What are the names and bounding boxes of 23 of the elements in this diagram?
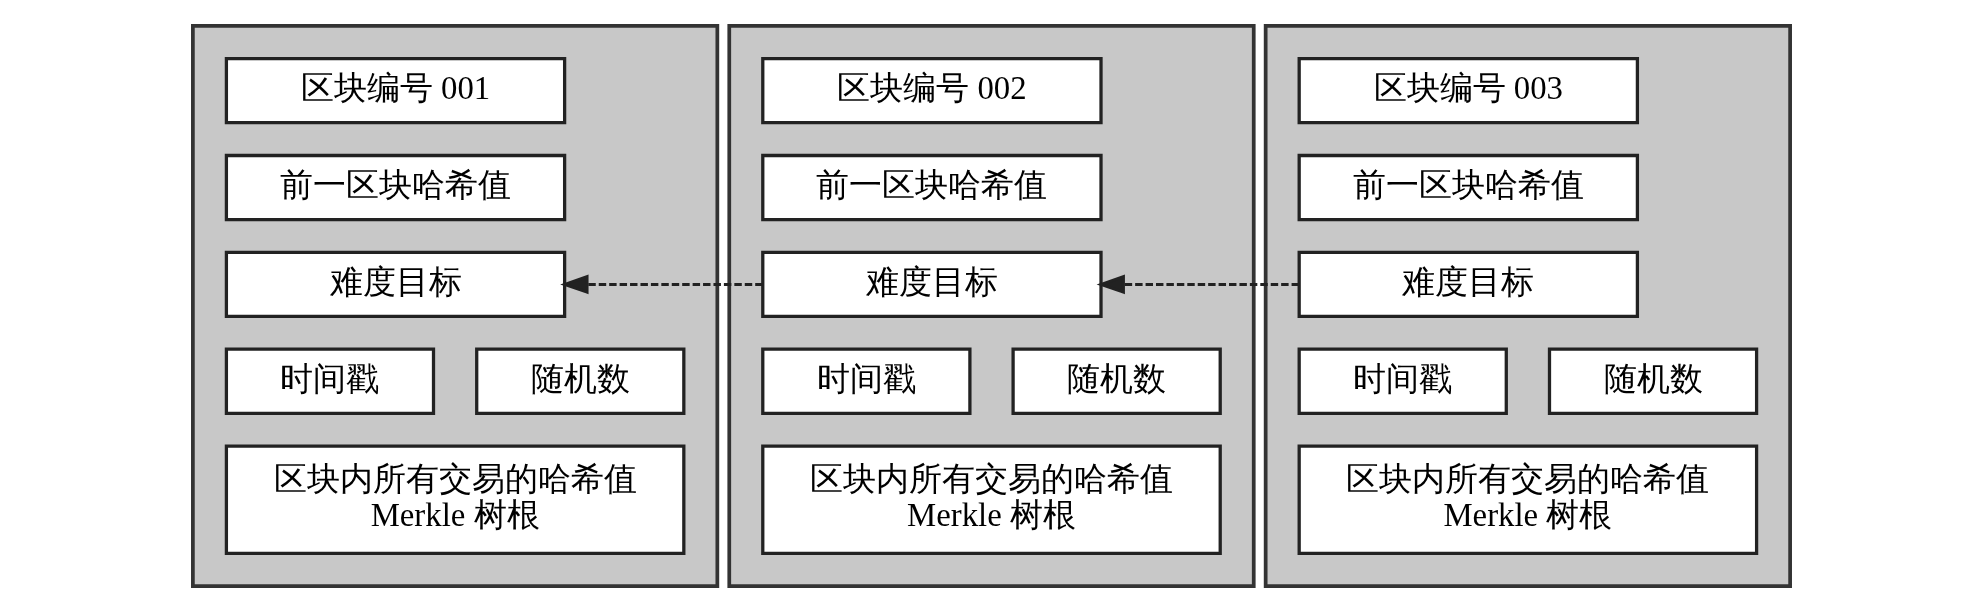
cluster [190, 24, 719, 588]
node-box: 前一区块哈希值 [760, 153, 1103, 222]
node-box: 前一区块哈希值 [224, 153, 566, 222]
node-box: 区块内所有交易的哈希值 Merkle 树根 [224, 444, 685, 555]
node-box: 区块编号 002 [760, 57, 1103, 125]
node-box: 区块内所有交易的哈希值 Merkle 树根 [760, 444, 1222, 555]
cluster [726, 24, 1256, 588]
node-box: 难度目标 [1297, 250, 1639, 319]
arrow [559, 274, 763, 295]
node-box: 随机数 [1010, 347, 1222, 415]
node-box: 前一区块哈希值 [1297, 153, 1639, 222]
node-box: 时间戳 [224, 347, 435, 415]
node-box: 难度目标 [224, 250, 566, 319]
node-box: 时间戳 [760, 347, 972, 415]
node-box: 随机数 [1547, 347, 1758, 415]
node-box: 时间戳 [1297, 347, 1508, 415]
node-box: 区块内所有交易的哈希值 Merkle 树根 [1297, 444, 1758, 555]
node-box: 难度目标 [760, 250, 1103, 319]
cluster [1263, 24, 1792, 588]
node-box: 区块编号 001 [224, 57, 566, 125]
node-box: 区块编号 003 [1297, 57, 1639, 125]
node-box: 随机数 [474, 347, 685, 415]
arrow [1096, 274, 1299, 295]
